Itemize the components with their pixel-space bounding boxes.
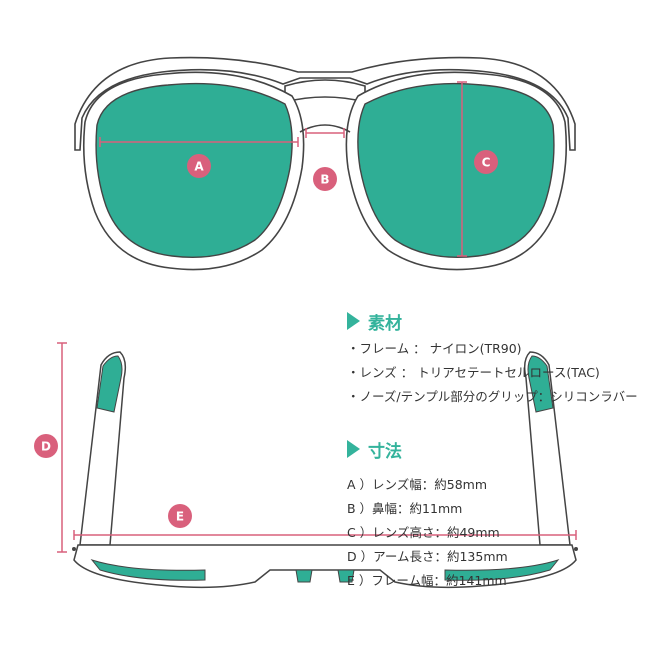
right-lens <box>357 82 555 258</box>
label-b: B <box>320 173 329 187</box>
play-triangle-icon <box>347 440 360 458</box>
label-badge-c <box>474 150 498 174</box>
dimensions-section: 寸法 A ）レンズ幅：約58mm B ）鼻幅：約11mm C ）レンズ高さ：約4… <box>347 437 508 593</box>
top-left-lens-edge <box>90 559 206 581</box>
nose-bridge <box>299 124 351 133</box>
dimension-item: E ）フレーム幅：約141mm <box>347 573 507 588</box>
dimension-item: C ）レンズ高さ：約49mm <box>347 525 500 540</box>
label-badge-d <box>34 434 58 458</box>
material-header: 素材 <box>347 309 638 334</box>
front-frame-outline <box>74 56 576 151</box>
dimension-item: D ）アーム長さ：約135mm <box>347 549 508 564</box>
label-c: C <box>482 156 491 170</box>
dimension-item: B ）鼻幅：約11mm <box>347 501 463 516</box>
material-item: ・レンズ ： トリアセテートセルロース(TAC) <box>347 365 600 380</box>
label-badge-e <box>168 504 192 528</box>
material-item: ・ノーズ/テンプル部分のグリップ：シリコンラバー <box>347 389 638 404</box>
right-arm-grip <box>527 355 554 413</box>
material-item: ・フレーム ： ナイロン(TR90) <box>347 341 522 356</box>
play-triangle-icon <box>347 312 360 330</box>
left-arm-grip <box>96 355 123 413</box>
material-section: 素材 ・フレーム ： ナイロン(TR90) ・レンズ ： トリアセテートセルロー… <box>347 309 638 409</box>
dimension-item: A ）レンズ幅：約58mm <box>347 477 488 492</box>
label-a: A <box>194 160 204 174</box>
label-badge-a <box>187 154 211 178</box>
material-title: 素材 <box>368 313 402 334</box>
label-d: D <box>41 440 51 454</box>
dimensions-title: 寸法 <box>368 441 402 462</box>
label-e: E <box>176 510 184 524</box>
hinge-left <box>72 547 76 551</box>
hinge-right <box>574 547 578 551</box>
label-badge-b <box>313 167 337 191</box>
top-right-lens-edge <box>444 559 560 581</box>
dimensions-header: 寸法 <box>347 437 508 462</box>
top-nose-pads <box>295 569 355 583</box>
